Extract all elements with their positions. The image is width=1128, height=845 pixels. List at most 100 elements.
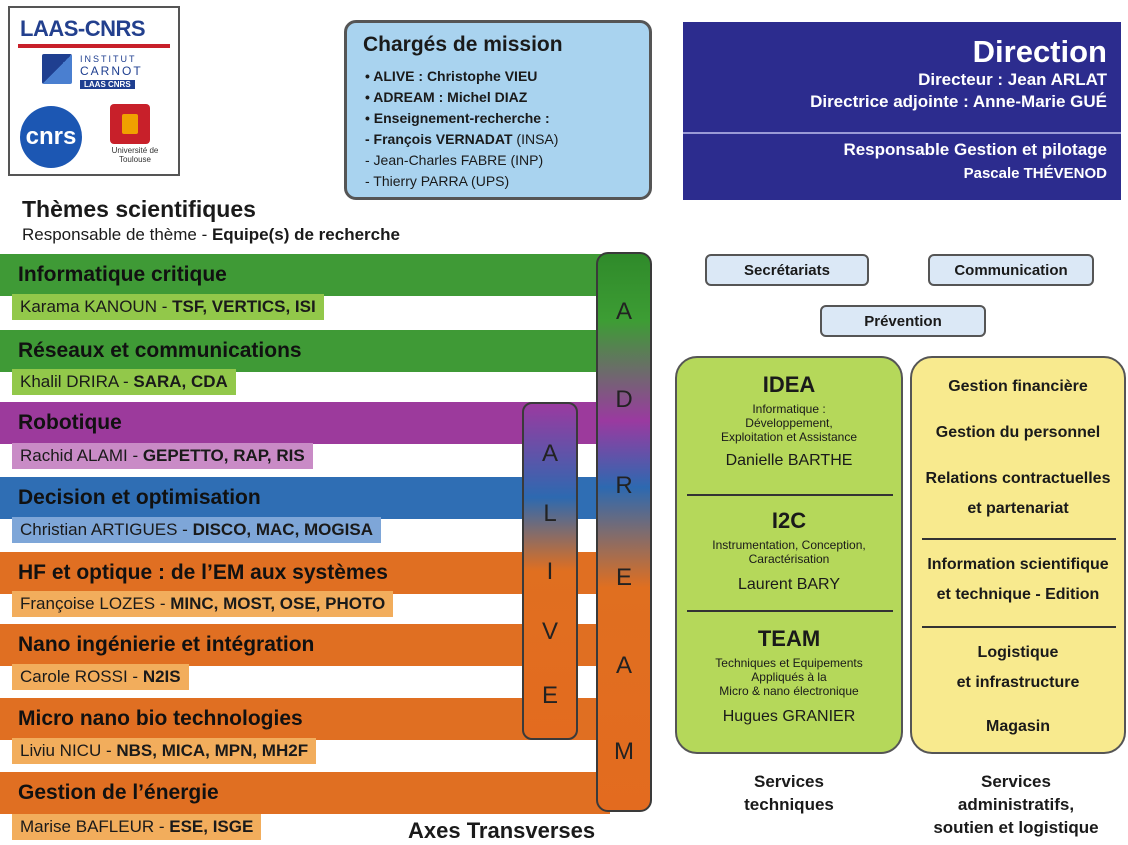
adream-axis-bar: A D R E A M bbox=[596, 252, 652, 812]
carnot-name-text: CARNOT bbox=[80, 64, 143, 78]
prevention-box: Prévention bbox=[820, 305, 986, 337]
i2c-desc: Instrumentation, Conception, bbox=[712, 538, 866, 552]
charge-line-bold: • ALIVE : Christophe VIEU bbox=[365, 68, 538, 84]
services-administratifs-box: Gestion financière Gestion du personnel … bbox=[910, 356, 1126, 754]
admin-item: Gestion financière bbox=[948, 378, 1088, 395]
theme-sub: Khalil DRIRA - SARA, CDA bbox=[12, 369, 236, 395]
charge-line: • ADREAM : Michel DIAZ bbox=[365, 89, 527, 105]
theme-bar: Nano ingénierie et intégration bbox=[0, 624, 610, 666]
theme-title: Decision et optimisation bbox=[18, 486, 261, 509]
theme-sub: Christian ARTIGUES - DISCO, MAC, MOGISA bbox=[12, 517, 381, 543]
theme-sub: Carole ROSSI - N2IS bbox=[12, 664, 189, 690]
directrice-adjointe-line: Directrice adjointe : Anne-Marie GUÉ bbox=[810, 92, 1107, 111]
theme-person: Liviu NICU - bbox=[20, 741, 117, 760]
label-line: Services bbox=[981, 772, 1051, 791]
universite-toulouse-text: Université de Toulouse bbox=[111, 146, 159, 164]
theme-teams: SARA, CDA bbox=[133, 372, 228, 391]
theme-title: Informatique critique bbox=[18, 263, 227, 286]
theme-title: Robotique bbox=[18, 411, 122, 434]
admin-item: Gestion du personnel bbox=[935, 424, 1101, 441]
admin-divider bbox=[922, 626, 1116, 628]
services-administratifs-label: Services administratifs, soutien et logi… bbox=[905, 770, 1127, 839]
charge-line: - François VERNADAT (INSA) bbox=[365, 131, 558, 147]
services-techniques-label: Services techniques bbox=[675, 770, 903, 816]
theme-sub: Marise BAFLEUR - ESE, ISGE bbox=[12, 814, 262, 840]
label-line: administratifs, bbox=[957, 795, 1075, 814]
charges-de-mission-box: Chargés de mission • ALIVE : Christophe … bbox=[344, 20, 652, 200]
alive-letter: L bbox=[543, 500, 557, 527]
theme-teams: DISCO, MAC, MOGISA bbox=[192, 520, 373, 539]
label-line: soutien et logistique bbox=[933, 818, 1099, 837]
idea-desc: Informatique : bbox=[752, 402, 826, 416]
admin-item: Information scientifique bbox=[927, 556, 1109, 573]
services-techniques-box: IDEA Informatique : Développement, Explo… bbox=[675, 356, 903, 754]
communication-box: Communication bbox=[928, 254, 1094, 286]
theme-bar: Informatique critique bbox=[0, 254, 610, 296]
adream-letter: M bbox=[614, 738, 634, 765]
theme-teams: GEPETTO, RAP, RIS bbox=[142, 446, 305, 465]
idea-desc: Exploitation et Assistance bbox=[720, 430, 858, 444]
admin-item: Relations contractuelles bbox=[925, 470, 1111, 487]
charge-line: • ALIVE : Christophe VIEU bbox=[365, 68, 537, 84]
admin-item: et infrastructure bbox=[956, 674, 1080, 691]
admin-item: et partenariat bbox=[967, 500, 1069, 517]
charge-line-rest: - Thierry PARRA (UPS) bbox=[365, 173, 510, 189]
theme-person: Françoise LOZES - bbox=[20, 594, 171, 613]
laas-cnrs-logo: LAAS-CNRS bbox=[20, 16, 146, 41]
direction-title: Direction bbox=[972, 34, 1107, 69]
carnot-sub-text: LAAS CNRS bbox=[80, 80, 135, 89]
theme-bar: Robotique bbox=[0, 402, 610, 444]
theme-teams: MINC, MOST, OSE, PHOTO bbox=[170, 594, 386, 613]
logo-divider bbox=[18, 44, 170, 48]
gestion-pilotage-name: Pascale THÉVENOD bbox=[963, 165, 1107, 182]
charge-line-bold: • Enseignement-recherche : bbox=[365, 110, 550, 126]
label-line: techniques bbox=[744, 795, 834, 814]
team-desc: Appliqués à la bbox=[751, 670, 827, 684]
charge-line: - Thierry PARRA (UPS) bbox=[365, 173, 509, 189]
adream-letter: D bbox=[615, 386, 633, 413]
axes-transverses-label: Axes Transverses bbox=[408, 818, 596, 843]
charge-line-bold: - François VERNADAT bbox=[365, 131, 513, 147]
team-person: Hugues GRANIER bbox=[722, 708, 856, 725]
theme-person: Khalil DRIRA - bbox=[20, 372, 134, 391]
alive-letter: E bbox=[541, 682, 558, 709]
admin-divider bbox=[922, 538, 1116, 540]
adream-letter: A bbox=[615, 652, 632, 679]
admin-item: Magasin bbox=[985, 718, 1050, 735]
theme-title: HF et optique : de l’EM aux systèmes bbox=[18, 561, 388, 584]
theme-teams: N2IS bbox=[142, 667, 181, 686]
team-title: TEAM bbox=[757, 626, 821, 651]
universite-toulouse-logo-icon bbox=[110, 104, 150, 144]
theme-bar: Gestion de l’énergie bbox=[0, 772, 610, 814]
theme-title: Micro nano bio technologies bbox=[18, 707, 303, 730]
charge-line-rest: - Jean-Charles FABRE (INP) bbox=[365, 152, 544, 168]
tech-divider bbox=[687, 610, 893, 612]
admin-item: Logistique bbox=[977, 644, 1059, 661]
carnot-logo: INSTITUT CARNOT LAAS CNRS bbox=[42, 54, 154, 94]
label-line: Services bbox=[754, 772, 824, 791]
charge-line: • Enseignement-recherche : bbox=[365, 110, 550, 126]
alive-letter: V bbox=[541, 618, 558, 645]
theme-person: Christian ARTIGUES - bbox=[20, 520, 193, 539]
idea-desc: Développement, bbox=[745, 416, 833, 430]
theme-sub: Liviu NICU - NBS, MICA, MPN, MH2F bbox=[12, 738, 317, 764]
theme-bar: Micro nano bio technologies bbox=[0, 698, 610, 740]
logos-panel: LAAS-CNRS INSTITUT CARNOT LAAS CNRS cnrs… bbox=[8, 6, 180, 176]
theme-title: Gestion de l’énergie bbox=[18, 781, 219, 804]
theme-person: Karama KANOUN - bbox=[20, 297, 173, 316]
carnot-institut-text: INSTITUT bbox=[80, 54, 137, 64]
theme-person: Marise BAFLEUR - bbox=[20, 817, 170, 836]
themes-subtitle-plain: Responsable de thème - bbox=[22, 225, 212, 244]
i2c-person: Laurent BARY bbox=[738, 576, 840, 593]
adream-letter: R bbox=[615, 472, 633, 499]
idea-title: IDEA bbox=[762, 372, 816, 397]
i2c-desc: Caractérisation bbox=[748, 552, 830, 566]
theme-person: Carole ROSSI - bbox=[20, 667, 143, 686]
theme-teams: TSF, VERTICS, ISI bbox=[172, 297, 316, 316]
idea-person: Danielle BARTHE bbox=[725, 452, 853, 469]
themes-subtitle: Responsable de thème - Equipe(s) de rech… bbox=[22, 225, 400, 245]
theme-sub: Rachid ALAMI - GEPETTO, RAP, RIS bbox=[12, 443, 313, 469]
team-desc: Micro & nano électronique bbox=[719, 684, 859, 698]
admin-item: et technique - Edition bbox=[936, 586, 1100, 603]
charge-line-bold: • ADREAM : Michel DIAZ bbox=[365, 89, 528, 105]
